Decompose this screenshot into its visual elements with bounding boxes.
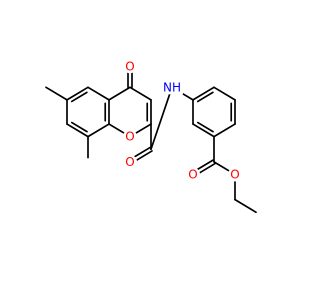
bond-c4-c3 <box>129 86 152 101</box>
bond-c8-c8a <box>87 123 110 138</box>
bond-c7-c8 <box>66 123 89 138</box>
bond-c7-c8-inner <box>71 121 88 133</box>
bond-c5-c6-inner <box>70 91 88 103</box>
amide-oxygen-atom: O <box>123 154 137 169</box>
bond-ch2-ch3 <box>234 198 257 214</box>
ketone-oxygen-label: O <box>125 59 134 73</box>
ester-carbonyl-oxygen-atom: O <box>186 167 200 182</box>
amide-nitrogen-atom: NH <box>161 80 183 95</box>
bond-c5-c6 <box>66 86 89 101</box>
atom-label-layer: O O O NH O O <box>123 59 242 182</box>
ester-ether-oxygen-label: O <box>230 167 239 181</box>
bond-c6-methyl <box>45 86 68 101</box>
bond-p5-p6-inner <box>197 121 214 133</box>
ring-oxygen-atom: O <box>123 129 137 144</box>
ester-carbonyl-oxygen-label: O <box>188 167 197 181</box>
ring-oxygen-label: O <box>125 130 134 144</box>
bond-amide-c-n <box>150 86 173 151</box>
bond-p2-p3 <box>213 86 236 101</box>
bond-layer <box>45 65 257 214</box>
bond-p1-p2 <box>192 86 215 101</box>
molecule-structure: O O O NH O O <box>45 59 257 214</box>
bond-c4a-c5 <box>87 86 110 101</box>
amide-nitrogen-label: NH <box>163 80 181 94</box>
bond-c4a-c4 <box>108 86 131 101</box>
ketone-oxygen-atom: O <box>123 59 137 74</box>
bond-p4-p5 <box>213 123 236 138</box>
bond-p5-p6 <box>192 123 215 138</box>
bond-p1-p2-inner <box>196 91 214 103</box>
ester-ether-oxygen-atom: O <box>228 167 242 182</box>
amide-oxygen-label: O <box>125 155 134 169</box>
